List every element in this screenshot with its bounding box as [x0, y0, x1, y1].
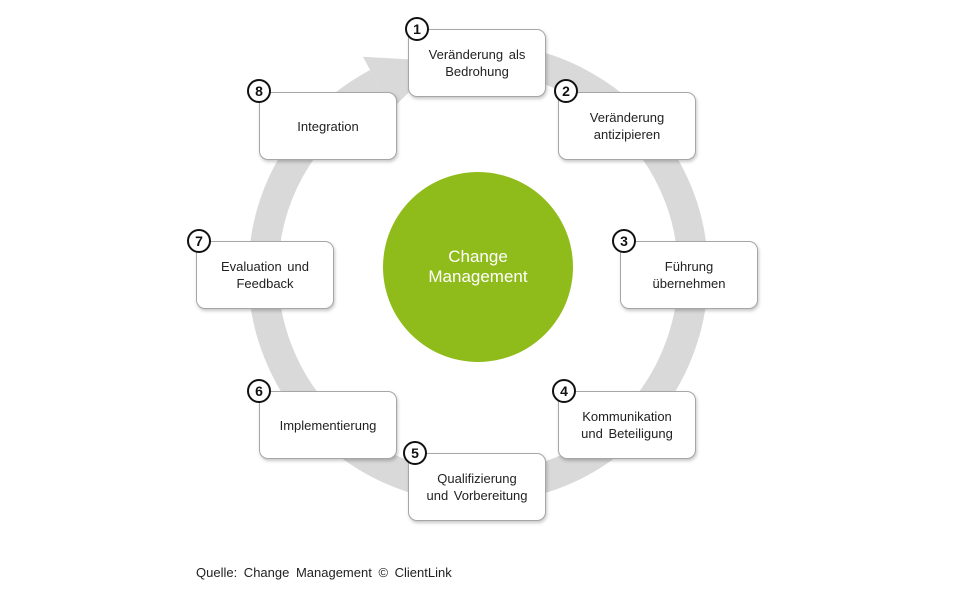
step-box-5: Qualifizierung und Vorbereitung [408, 453, 546, 521]
step-badge-8: 8 [247, 79, 271, 103]
center-label-line2: Management [428, 267, 528, 286]
step-box-1: Veränderung als Bedrohung [408, 29, 546, 97]
step-badge-2: 2 [554, 79, 578, 103]
step-6-line1: Implementierung [279, 417, 377, 433]
step-2-line2: antizipieren [593, 127, 661, 142]
step-3-line2: übernehmen [652, 276, 726, 291]
step-2-line1: Veränderung [589, 110, 665, 125]
step-badge-3: 3 [612, 229, 636, 253]
center-circle: Change Management [383, 172, 573, 362]
step-1-line1: Veränderung als [428, 47, 526, 62]
step-4-line2: und Beteiligung [581, 426, 673, 441]
step-4-line1: Kommunikation [582, 409, 672, 424]
source-caption: Quelle: Change Management © ClientLink [196, 565, 452, 580]
step-badge-7: 7 [187, 229, 211, 253]
step-badge-6: 6 [247, 379, 271, 403]
step-box-8: Integration [259, 92, 397, 160]
step-5-line2: und Vorbereitung [426, 488, 528, 503]
step-3-line1: Führung [664, 259, 714, 274]
step-7-line2: Feedback [236, 276, 294, 291]
step-7-line1: Evaluation und [220, 259, 309, 274]
center-label-line1: Change [448, 247, 508, 266]
step-box-4: Kommunikation und Beteiligung [558, 391, 696, 459]
step-badge-5: 5 [403, 441, 427, 465]
step-1-line2: Bedrohung [445, 64, 509, 79]
step-5-line1: Qualifizierung [437, 471, 517, 486]
step-badge-1: 1 [405, 17, 429, 41]
step-box-3: Führung übernehmen [620, 241, 758, 309]
step-box-2: Veränderung antizipieren [558, 92, 696, 160]
step-8-line1: Integration [297, 118, 359, 134]
step-box-6: Implementierung [259, 391, 397, 459]
step-box-7: Evaluation und Feedback [196, 241, 334, 309]
step-badge-4: 4 [552, 379, 576, 403]
